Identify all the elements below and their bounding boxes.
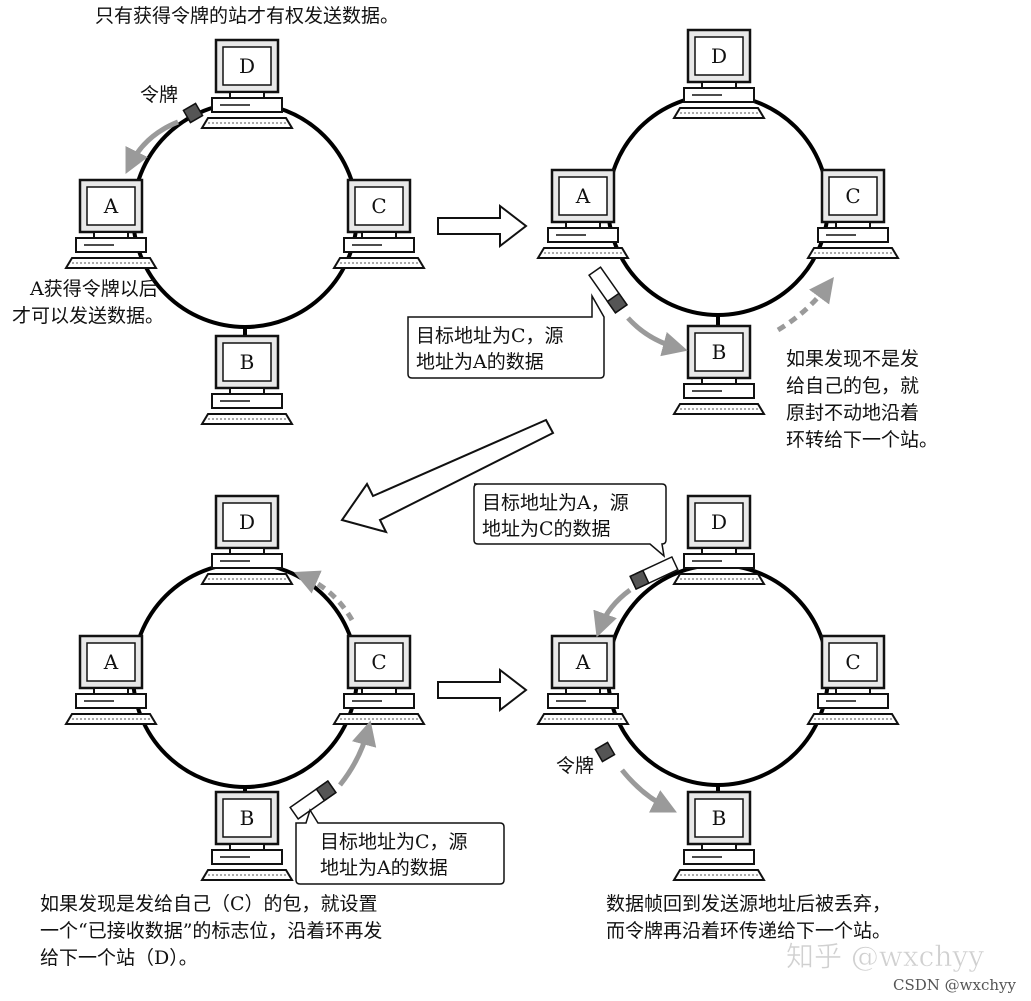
callout-box bbox=[473, 483, 667, 558]
panel-3: D A C B 目标地址为C，源 地址为A的数据 如果发现是发给自己（C）的包，… bbox=[40, 494, 505, 969]
motion-arrow bbox=[338, 720, 377, 787]
panel4-callout-line: 地址为C的数据 bbox=[482, 518, 611, 540]
callout-box bbox=[407, 293, 605, 379]
motion-arrow-dashed bbox=[776, 276, 834, 333]
panel1-station-d: D bbox=[200, 38, 294, 130]
panel4-callout-line: 目标地址为A，源 bbox=[482, 492, 629, 514]
panel4-note-line: 数据帧回到发送源地址后被丢弃， bbox=[606, 893, 891, 915]
panel3-note-line: 给下一个站（D）。 bbox=[40, 947, 198, 969]
panel2-note-line: 给自己的包，就 bbox=[786, 375, 919, 397]
panel4-station-b: B bbox=[672, 790, 766, 882]
panel1-station-c: C bbox=[332, 178, 426, 270]
panel3-callout-line: 目标地址为C，源 bbox=[320, 831, 468, 853]
panel2-station-c: C bbox=[806, 168, 900, 260]
station-label: D bbox=[711, 510, 727, 534]
panel2-station-a: A bbox=[536, 168, 630, 260]
motion-arrow bbox=[620, 768, 677, 813]
station-label: B bbox=[712, 806, 727, 830]
station-label: C bbox=[371, 194, 386, 218]
panel2-note-line: 原封不动地沿着 bbox=[786, 402, 919, 424]
panel3-station-d: D bbox=[200, 494, 294, 586]
panel4-station-d: D bbox=[672, 494, 766, 586]
callout-box bbox=[295, 808, 505, 885]
motion-arrow bbox=[125, 119, 179, 174]
step-arrow-diagonal bbox=[340, 418, 555, 534]
station-label: A bbox=[103, 194, 119, 218]
panel-1: 只有获得令牌的站才有权发送数据。 D A C B 令牌 A bbox=[12, 5, 426, 426]
step-arrow-right bbox=[437, 667, 528, 713]
watermark-sub: CSDN @wxchyy bbox=[893, 976, 1017, 994]
panel3-station-b: B bbox=[200, 790, 294, 882]
panel1-station-a: A bbox=[64, 178, 158, 270]
station-label: D bbox=[711, 44, 727, 68]
station-label: B bbox=[240, 806, 255, 830]
station-label: A bbox=[103, 650, 119, 674]
panel3-note-line: 如果发现是发给自己（C）的包，就设置 bbox=[40, 893, 378, 915]
data-frame-icon bbox=[289, 780, 337, 820]
panel4-note-line: 而令牌再沿着环传递给下一个站。 bbox=[606, 920, 891, 942]
panel2-station-d: D bbox=[672, 28, 766, 120]
station-label: D bbox=[239, 54, 255, 78]
data-frame-icon bbox=[629, 555, 679, 591]
panel4-token-label: 令牌 bbox=[556, 755, 594, 777]
panel3-ring bbox=[117, 547, 373, 803]
step-arrow-right bbox=[437, 203, 528, 249]
panel4-station-a: A bbox=[536, 634, 630, 726]
panel-4: D A C B 目标地址为A，源 地址为C的数据 令牌 数据帧回到发送源地址后被… bbox=[473, 483, 900, 942]
data-frame-icon bbox=[588, 266, 628, 314]
panel3-note-line: 一个“已接收数据”的标志位，沿着环再发 bbox=[40, 920, 382, 942]
panel2-note-line: 环转给下一个站。 bbox=[786, 429, 938, 451]
panel1-token-label: 令牌 bbox=[140, 84, 178, 106]
watermark-main: 知乎 @wxchyy bbox=[786, 940, 984, 973]
station-label: B bbox=[240, 350, 255, 374]
panel3-station-c: C bbox=[332, 634, 426, 726]
station-label: C bbox=[371, 650, 386, 674]
panel4-station-c: C bbox=[806, 634, 900, 726]
panel4-ring bbox=[592, 549, 844, 801]
station-label: C bbox=[845, 650, 860, 674]
panel2-callout-line: 地址为A的数据 bbox=[416, 351, 544, 373]
motion-arrow bbox=[593, 587, 632, 638]
motion-arrow-dashed bbox=[293, 570, 355, 622]
panel3-callout-line: 地址为A的数据 bbox=[320, 857, 448, 879]
station-label: A bbox=[575, 650, 591, 674]
station-label: A bbox=[575, 184, 591, 208]
station-label: B bbox=[712, 340, 727, 364]
token-icon bbox=[594, 741, 616, 763]
panel2-station-b: B bbox=[672, 324, 766, 416]
panel1-station-b: B bbox=[200, 334, 294, 426]
panel1-note-line: 才可以发送数据。 bbox=[12, 305, 164, 327]
motion-arrow bbox=[626, 316, 688, 357]
panel2-note-line: 如果发现不是发 bbox=[786, 348, 919, 370]
panel2-callout-line: 目标地址为C，源 bbox=[416, 325, 564, 347]
panel1-top-caption: 只有获得令牌的站才有权发送数据。 bbox=[95, 5, 399, 27]
token-icon bbox=[182, 102, 204, 124]
panel3-station-a: A bbox=[64, 634, 158, 726]
station-label: C bbox=[845, 184, 860, 208]
panel-2: D A C B 目标地址为C，源 地址为A的数据 如果发现不是发 给自己的包，就… bbox=[407, 28, 938, 451]
panel1-note-line: A获得令牌以后 bbox=[29, 278, 158, 300]
station-label: D bbox=[239, 510, 255, 534]
